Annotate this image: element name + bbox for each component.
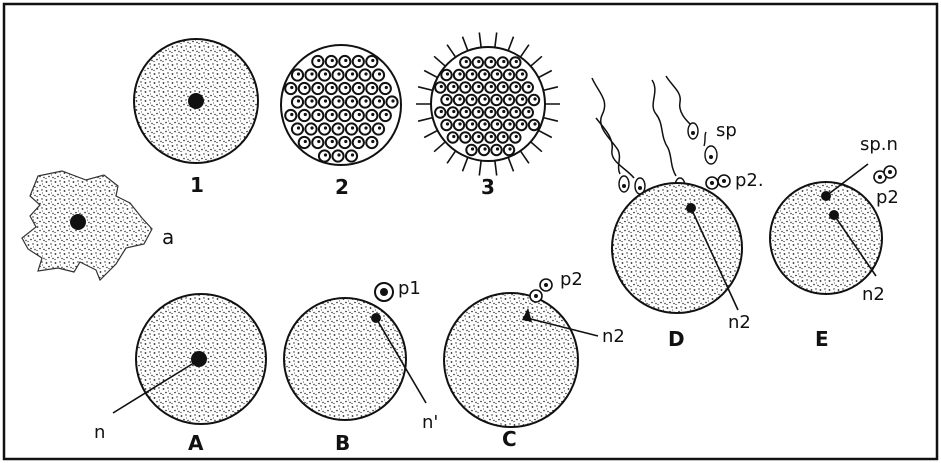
egg-cell <box>444 293 578 427</box>
polar-label: p1 <box>398 278 421 299</box>
caption-B: B <box>335 431 350 455</box>
nucleus <box>191 351 207 367</box>
caption-A: A <box>188 431 204 455</box>
pointer-label: n' <box>422 412 438 433</box>
panel-A: n A <box>94 294 266 455</box>
caption-a: a <box>162 225 174 249</box>
sperm-tail <box>652 80 676 176</box>
panel-D: sp p2. n2 D <box>592 76 764 351</box>
panel-E: sp.n p2 n2 E <box>770 134 899 351</box>
panel-B: p1 n' B <box>284 278 438 455</box>
pointer-label: n2 <box>728 312 751 333</box>
egg-cell <box>612 183 742 313</box>
panel-2: 2 <box>281 45 401 199</box>
pointer-label: n2 <box>862 284 885 305</box>
panel-3: 3 <box>416 33 560 200</box>
panel-1: 1 <box>134 39 258 197</box>
polar-label: p2 <box>560 269 583 290</box>
sperm-tail <box>592 78 620 174</box>
caption-E: E <box>815 327 829 351</box>
sperm-label: sp <box>716 120 737 141</box>
polar-label: p2 <box>876 187 899 208</box>
amoeboid-cell <box>22 171 152 280</box>
caption-2: 2 <box>335 175 349 199</box>
sperm-tail <box>666 76 690 124</box>
caption-D: D <box>668 327 685 351</box>
sperm-nucleus-label: sp.n <box>860 134 898 155</box>
caption-C: C <box>502 427 517 451</box>
caption-3: 3 <box>481 175 495 199</box>
panel-a: a <box>22 171 174 280</box>
pointer-label: n <box>94 422 105 443</box>
panel-C: p2 n2 C <box>444 269 625 451</box>
pointer-label: n2 <box>602 326 625 347</box>
caption-1: 1 <box>190 173 204 197</box>
nucleus <box>70 214 86 230</box>
polar-label: p2. <box>735 170 764 191</box>
egg-cell <box>284 298 406 420</box>
nucleus <box>188 93 204 109</box>
